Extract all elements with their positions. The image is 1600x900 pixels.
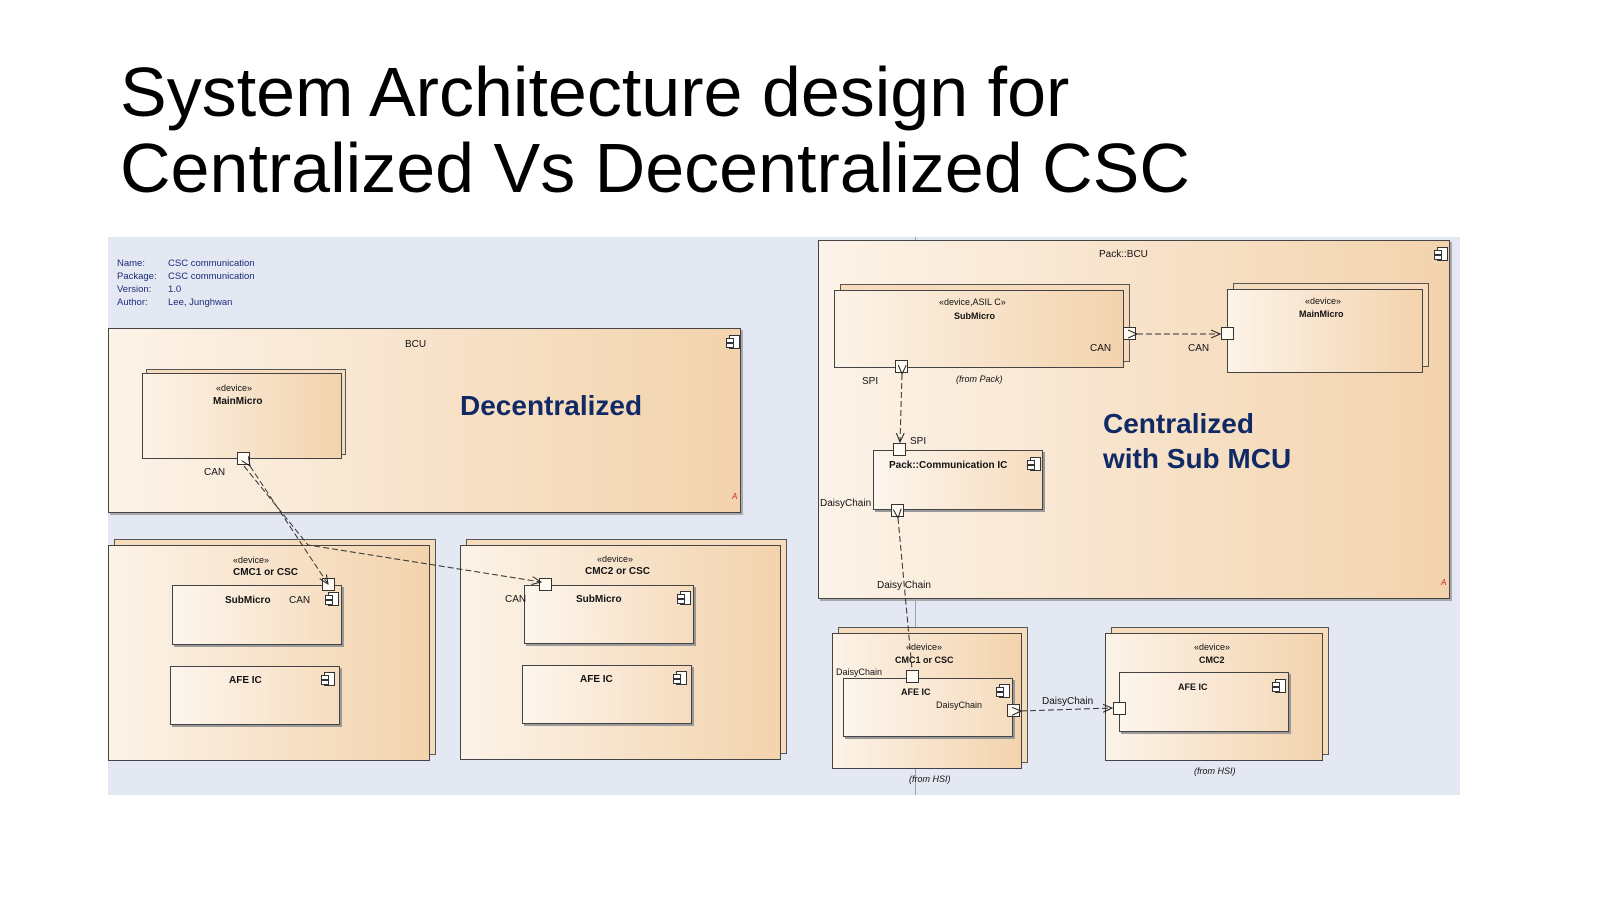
central-submicro-can-label: CAN	[1090, 343, 1112, 354]
component-icon	[996, 684, 1010, 698]
main-micro-name: MainMicro	[213, 396, 263, 407]
cmc2-afe[interactable]: AFE IC	[522, 665, 692, 724]
can-link-cmc2	[243, 465, 541, 582]
title-line-1: System Architecture design for	[120, 53, 1070, 131]
central-cmc1-daisy-right-label: DaisyChain	[936, 700, 983, 710]
main-micro-can-label: CAN	[204, 467, 226, 478]
component-icon	[1434, 247, 1448, 261]
spi-link	[900, 374, 902, 442]
cmc2-node[interactable]: «device» CMC2 or CSC	[460, 545, 781, 760]
cmc1-submicro[interactable]: SubMicro CAN	[172, 585, 342, 645]
main-micro-stereotype: «device»	[216, 383, 253, 393]
central-cmc2-stereotype: «device»	[1194, 642, 1231, 652]
central-mainmicro-stereotype: «device»	[1305, 296, 1342, 306]
communication-ic-spi-port[interactable]	[893, 443, 906, 456]
central-submicro-stereotype: «device,ASIL C»	[939, 297, 1006, 307]
meta-name-key: Name:	[117, 258, 145, 269]
central-submicro-node[interactable]: «device,ASIL C» SubMicro CAN	[834, 290, 1124, 368]
central-cmc1-daisy-top-port[interactable]	[906, 670, 919, 683]
bcu-label: BCU	[405, 339, 427, 350]
marker-icon: A	[732, 492, 738, 501]
central-cmc2-afe-label: AFE IC	[1178, 682, 1208, 692]
meta-package-key: Package:	[117, 271, 157, 282]
central-cmc1-daisy-top-label: DaisyChain	[836, 667, 883, 677]
pack-bcu-label: Pack::BCU	[1099, 249, 1148, 260]
cmc-daisy-link	[1021, 708, 1112, 711]
central-mainmicro-name: MainMicro	[1299, 309, 1344, 319]
cmc1-afe[interactable]: AFE IC	[170, 666, 340, 725]
central-mainmicro-can-label: CAN	[1188, 343, 1210, 354]
central-mainmicro-can-port[interactable]	[1221, 327, 1234, 340]
central-submicro-spi-label: SPI	[862, 376, 879, 387]
central-cmc1-name: CMC1 or CSC	[895, 655, 954, 665]
meta-version-key: Version:	[117, 284, 152, 295]
meta-author-key: Author:	[117, 297, 148, 308]
title-line-2: Centralized Vs Decentralized CSC	[120, 129, 1190, 207]
central-cmc2-name: CMC2	[1199, 655, 1225, 665]
communication-ic[interactable]: Pack::Communication IC	[873, 450, 1043, 510]
meta-package-value: CSC communication	[168, 271, 255, 282]
central-cmc1-stereotype: «device»	[906, 642, 943, 652]
marker-icon: A	[1441, 578, 1447, 587]
central-mainmicro-node[interactable]: «device» MainMicro	[1227, 289, 1423, 373]
meta-name-value: CSC communication	[168, 258, 255, 269]
central-cmc2-afe[interactable]: AFE IC	[1119, 672, 1289, 732]
cmc2-submicro[interactable]: SubMicro	[524, 585, 694, 644]
central-cmc1-from: (from HSI)	[909, 774, 951, 784]
component-icon	[677, 591, 691, 605]
component-icon	[673, 671, 687, 685]
communication-ic-daisy-label: DaisyChain	[820, 498, 872, 509]
cmc1-afe-label: AFE IC	[229, 675, 262, 686]
diagram-metadata: Name: CSC communication Package: CSC commu…	[117, 257, 255, 309]
meta-version-value: 1.0	[168, 284, 182, 295]
cmc2-submicro-label: SubMicro	[576, 594, 622, 605]
component-icon	[325, 592, 339, 606]
decentralized-heading: Decentralized	[460, 390, 643, 421]
central-submicro-from: (from Pack)	[956, 374, 1003, 384]
meta-author-value: Lee, Junghwan	[168, 297, 233, 308]
daisy-chain-link	[898, 518, 913, 670]
component-icon	[1272, 679, 1286, 693]
centralized-heading-line-1: Centralized	[1103, 408, 1254, 439]
communication-ic-spi-label: SPI	[910, 436, 927, 447]
central-submicro-name: SubMicro	[954, 311, 996, 321]
central-cmc1-afe-label: AFE IC	[901, 687, 931, 697]
page-title: System Architecture design for Centraliz…	[120, 54, 1190, 206]
cmc-link-label: DaisyChain	[1042, 696, 1094, 707]
cmc1-submicro-label: SubMicro	[225, 595, 271, 606]
centralized-heading-line-2: with Sub MCU	[1103, 443, 1292, 474]
cmc2-afe-label: AFE IC	[580, 674, 613, 685]
cmc2-name: CMC2 or CSC	[585, 566, 651, 577]
can-link-cmc1	[250, 466, 328, 584]
component-icon	[1027, 457, 1041, 471]
central-cmc2-from: (from HSI)	[1194, 766, 1236, 776]
central-cmc1-afe[interactable]: AFE IC DaisyChain	[843, 678, 1013, 737]
central-cmc2-daisy-port[interactable]	[1113, 702, 1126, 715]
component-icon	[321, 672, 335, 686]
cmc2-stereotype: «device»	[597, 554, 634, 564]
cmc2-can-label: CAN	[505, 594, 527, 605]
cmc1-can-label: CAN	[289, 595, 311, 606]
centralized-heading: Centralized with Sub MCU	[1103, 406, 1291, 476]
component-icon	[726, 335, 740, 349]
communication-ic-label: Pack::Communication IC	[889, 460, 1008, 471]
